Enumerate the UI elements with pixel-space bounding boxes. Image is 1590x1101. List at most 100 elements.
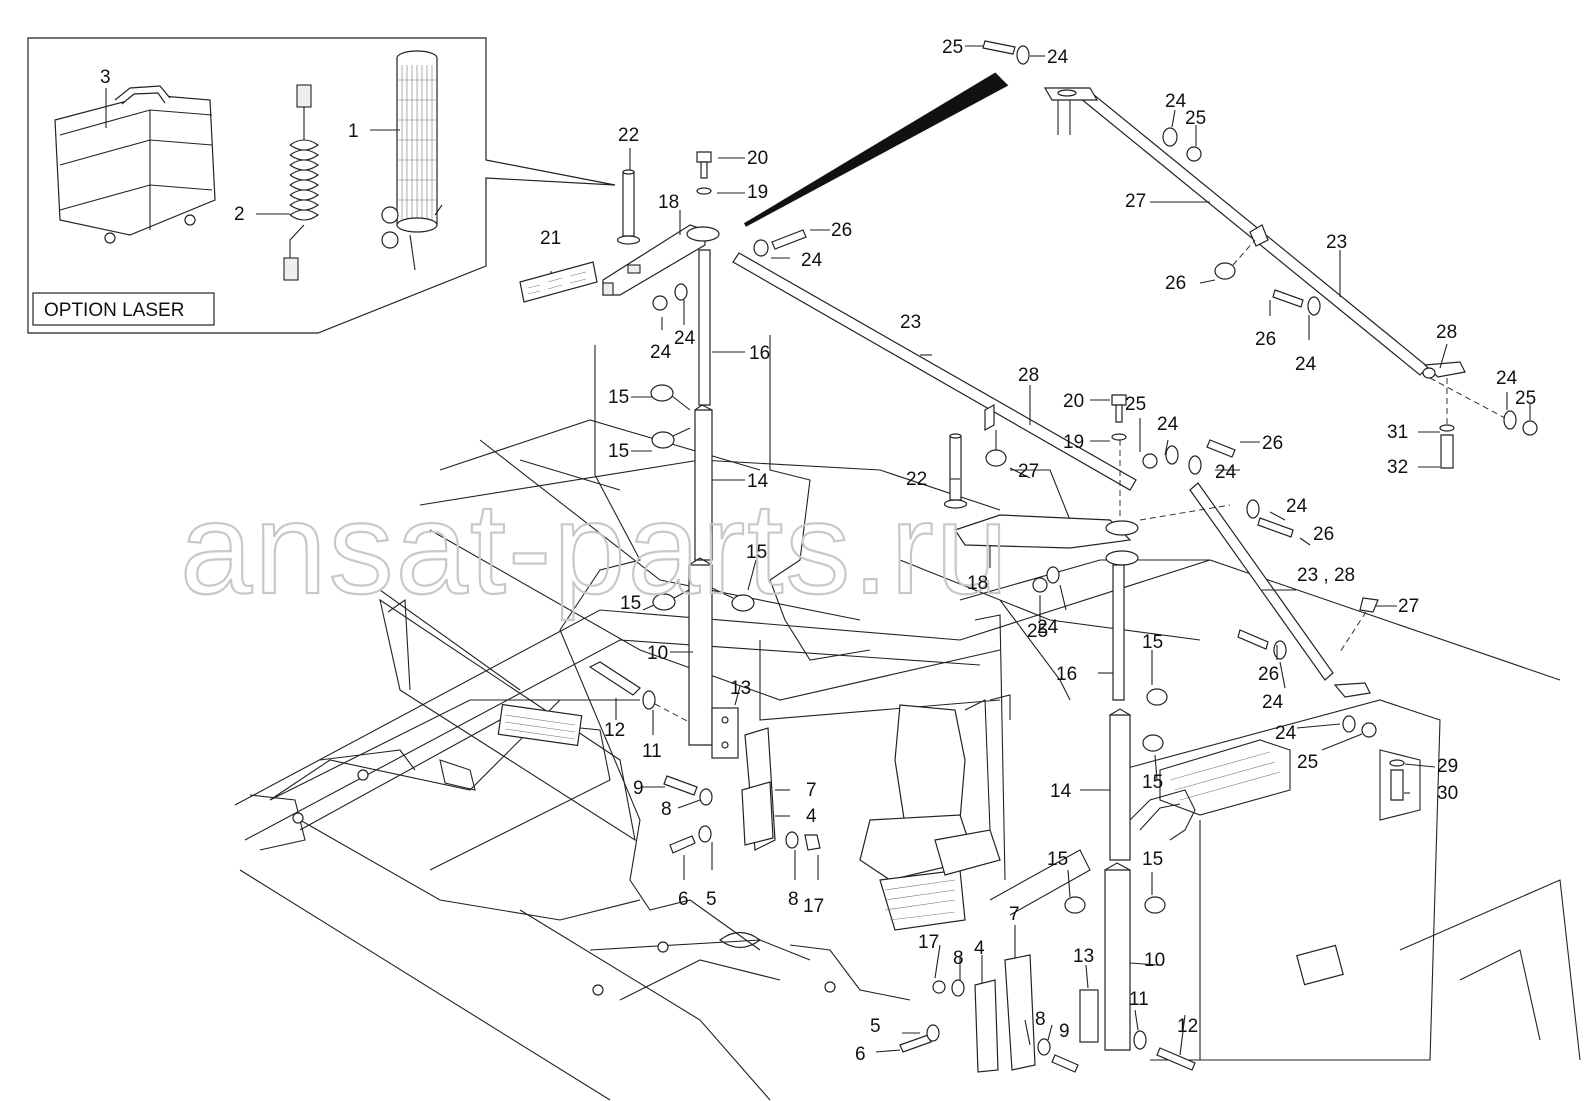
- callout-label: 24: [674, 328, 696, 349]
- callout-label: 5: [706, 889, 717, 910]
- callout-label: 10: [647, 643, 668, 664]
- callout-label: 17: [918, 932, 939, 953]
- callout-label: 8: [953, 948, 964, 969]
- callout-label: 2: [234, 204, 245, 225]
- callout-label: 25: [1125, 394, 1146, 415]
- callout-label: 5: [870, 1016, 881, 1037]
- callout-label: 18: [658, 192, 679, 213]
- callout-label: 24: [1047, 47, 1069, 68]
- callout-label: 24: [1215, 462, 1237, 483]
- callout-label: 25: [1515, 388, 1536, 409]
- callout-label: 25: [942, 37, 963, 58]
- left-mast-assembly: [588, 151, 821, 854]
- callout-label: 19: [1063, 432, 1084, 453]
- callout-label: 27: [1125, 191, 1146, 212]
- callout-label: 32: [1387, 457, 1408, 478]
- callout-label: 3: [100, 67, 111, 88]
- pointer-arrow: [743, 72, 1009, 227]
- callout-label: 10: [1144, 950, 1165, 971]
- callout-label: 15: [1142, 772, 1163, 793]
- watermark: ansat-parts.ru: [180, 475, 1010, 621]
- callout-label: 7: [806, 780, 817, 801]
- callout-label: 24: [1496, 368, 1518, 389]
- option-laser-title: OPTION LASER: [44, 300, 184, 321]
- callout-label: 6: [855, 1044, 866, 1065]
- machine-body: [234, 335, 1581, 1101]
- option-box-outline: [27, 37, 616, 334]
- callout-label: 27: [1018, 461, 1039, 482]
- callout-label: 24: [1037, 617, 1059, 638]
- callout-label: 23: [900, 312, 921, 333]
- laser-receiver-illustration: [381, 50, 443, 271]
- callout-label: 15: [746, 542, 767, 563]
- callout-label: 26: [831, 220, 852, 241]
- callout-label: 13: [730, 678, 751, 699]
- callout-label: 15: [1142, 849, 1163, 870]
- callout-label: 26: [1258, 664, 1279, 685]
- callout-label: 4: [806, 806, 817, 827]
- callout-label: 21: [540, 228, 561, 249]
- callout-label: 26: [1165, 273, 1186, 294]
- callout-label: 6: [678, 889, 689, 910]
- callout-label: 16: [749, 343, 770, 364]
- callout-label: 15: [1142, 632, 1163, 653]
- callout-label: 11: [642, 741, 662, 762]
- callout-label: 14: [1050, 781, 1072, 802]
- callout-label: 8: [1035, 1009, 1046, 1030]
- callout-label: 9: [1059, 1021, 1070, 1042]
- callout-label: 19: [747, 182, 768, 203]
- callout-label: 26: [1255, 329, 1276, 350]
- callout-label: 24: [1157, 414, 1179, 435]
- leader-lines: [105, 45, 1531, 1056]
- callout-label: 24: [1275, 723, 1297, 744]
- callout-label: 29: [1437, 756, 1458, 777]
- callout-label: 12: [604, 720, 625, 741]
- callout-label: 24: [801, 250, 823, 271]
- callout-label: 20: [747, 148, 768, 169]
- coiled-cable-illustration: [283, 84, 319, 281]
- callout-label: 25: [1297, 752, 1318, 773]
- callout-label: 7: [1009, 904, 1020, 925]
- option-label-frame: [32, 292, 215, 326]
- callout-label: 23 , 28: [1297, 565, 1355, 586]
- callout-label: 15: [1047, 849, 1068, 870]
- callout-label: 22: [906, 469, 927, 490]
- callout-label: 24: [1295, 354, 1317, 375]
- callout-label: 30: [1437, 783, 1458, 804]
- callout-label: 26: [1313, 524, 1334, 545]
- callout-label: 16: [1056, 664, 1077, 685]
- operator-seat: [859, 704, 1091, 931]
- callout-label: 24: [1165, 91, 1187, 112]
- callout-label: 20: [1063, 391, 1084, 412]
- callout-label: 22: [618, 125, 639, 146]
- callout-label: 28: [1018, 365, 1039, 386]
- callout-label: 12: [1177, 1016, 1198, 1037]
- callout-label: 24: [1286, 496, 1308, 517]
- callout-label: 25: [1185, 108, 1206, 129]
- option-laser-panel: OPTION LASER: [27, 37, 616, 334]
- callout-label: 11: [1129, 989, 1149, 1010]
- callout-label: 25: [1027, 621, 1048, 642]
- tie-rod-assembly: [732, 40, 1538, 1073]
- callout-label: 9: [633, 778, 644, 799]
- callout-label: 15: [608, 441, 629, 462]
- callout-label: 1: [348, 121, 359, 142]
- callout-label: 23: [1326, 232, 1347, 253]
- callout-label: 15: [608, 387, 629, 408]
- callout-label: 24: [650, 342, 672, 363]
- decal-label-part-21: [519, 261, 598, 303]
- callout-labels: 1 2 3 4 4 5 5 6 6 7 7 8 8 8 8 9 9 10 10 …: [100, 37, 1536, 1065]
- callout-label: 13: [1073, 946, 1094, 967]
- callout-label: 17: [803, 896, 824, 917]
- callout-label: 27: [1398, 596, 1419, 617]
- callout-label: 31: [1387, 422, 1408, 443]
- callout-label: 28: [1436, 322, 1457, 343]
- callout-label: 24: [1262, 692, 1284, 713]
- callout-label: 26: [1262, 433, 1283, 454]
- callout-label: 8: [788, 889, 799, 910]
- callout-label: 8: [661, 799, 672, 820]
- callout-label: 4: [974, 938, 985, 959]
- callout-label: 15: [620, 593, 641, 614]
- callout-label: 14: [747, 471, 769, 492]
